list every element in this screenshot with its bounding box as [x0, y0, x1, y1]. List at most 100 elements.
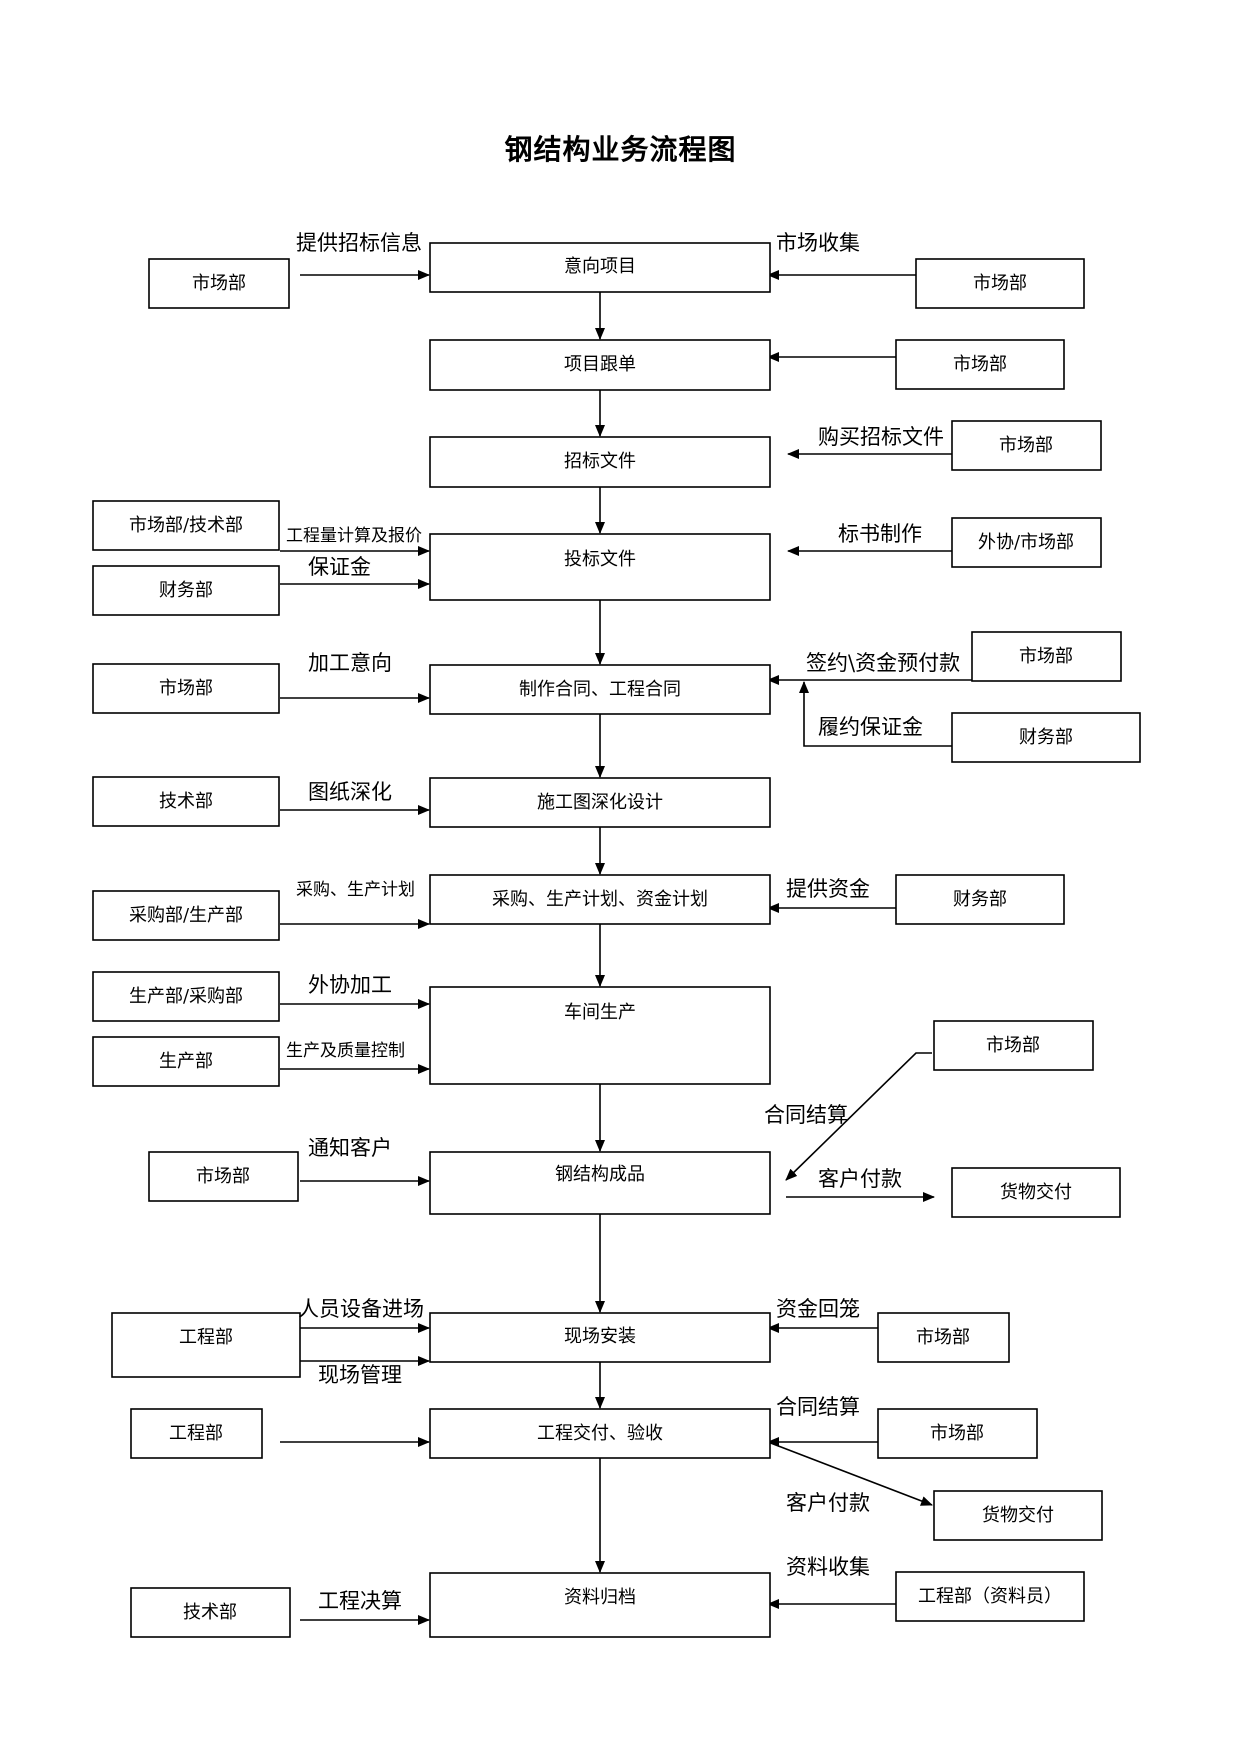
svg-text:钢结构成品: 钢结构成品	[555, 1164, 645, 1185]
svg-text:技术部: 技术部	[159, 791, 213, 812]
edge-labels: 提供招标信息 市场收集 购买招标文件 工程量计算及报价 保证金 标书制作 加工意…	[286, 231, 960, 1613]
svg-text:施工图深化设计: 施工图深化设计	[537, 792, 663, 813]
dept-box: 市场部	[933, 1020, 1094, 1071]
edge-label: 提供资金	[786, 877, 870, 901]
svg-text:财务部: 财务部	[953, 889, 1007, 910]
svg-text:市场部: 市场部	[999, 435, 1053, 456]
svg-text:制作合同、工程合同: 制作合同、工程合同	[519, 679, 681, 700]
edge-label: 图纸深化	[308, 780, 392, 804]
node-tender-docs: 招标文件	[429, 436, 771, 488]
edge-label: 客户付款	[818, 1167, 902, 1191]
svg-text:技术部: 技术部	[183, 1602, 237, 1623]
node-intent-project: 意向项目	[429, 242, 771, 293]
dept-box: 财务部	[951, 712, 1141, 763]
node-finished-steel: 钢结构成品	[429, 1151, 771, 1215]
edge-label: 合同结算	[776, 1395, 860, 1419]
svg-text:项目跟单: 项目跟单	[564, 354, 636, 375]
node-procurement-plan: 采购、生产计划、资金计划	[429, 874, 771, 925]
edge-label: 工程决算	[318, 1589, 402, 1613]
node-site-installation: 现场安装	[429, 1312, 771, 1363]
dept-box: 技术部	[130, 1587, 291, 1638]
svg-text:工程交付、验收: 工程交付、验收	[537, 1423, 663, 1444]
dept-box: 货物交付	[951, 1167, 1121, 1218]
dept-box: 货物交付	[933, 1490, 1103, 1541]
dept-box: 市场部	[148, 258, 290, 309]
edge-label: 购买招标文件	[818, 425, 944, 449]
dept-box: 市场部	[971, 631, 1122, 682]
node-delivery-acceptance: 工程交付、验收	[429, 1408, 771, 1459]
svg-text:市场部/技术部: 市场部/技术部	[129, 515, 243, 536]
dept-box: 市场部	[92, 663, 280, 714]
node-project-followup: 项目跟单	[429, 339, 771, 391]
edge-label: 提供招标信息	[296, 231, 422, 255]
dept-box: 技术部	[92, 776, 280, 827]
svg-text:市场部: 市场部	[1019, 646, 1073, 667]
dept-box: 财务部	[895, 874, 1065, 925]
edge-label: 外协加工	[308, 973, 392, 997]
edge-label: 通知客户	[308, 1136, 392, 1160]
dept-box: 市场部	[951, 420, 1102, 471]
dept-box: 工程部（资料员）	[895, 1571, 1085, 1622]
svg-text:市场部: 市场部	[986, 1035, 1040, 1056]
svg-text:工程部: 工程部	[179, 1327, 233, 1348]
node-contract: 制作合同、工程合同	[429, 664, 771, 715]
svg-text:市场部: 市场部	[159, 678, 213, 699]
arrow	[799, 681, 952, 747]
svg-text:采购部/生产部: 采购部/生产部	[129, 905, 243, 926]
svg-text:生产部/采购部: 生产部/采购部	[129, 986, 243, 1007]
svg-text:市场部: 市场部	[196, 1166, 250, 1187]
dept-box: 市场部	[895, 339, 1065, 390]
connectors	[280, 270, 972, 1625]
svg-text:现场安装: 现场安装	[564, 1326, 636, 1347]
svg-text:财务部: 财务部	[159, 580, 213, 601]
edge-label: 生产及质量控制	[286, 1041, 405, 1061]
dept-box: 市场部	[915, 258, 1085, 309]
edge-label: 人员设备进场	[298, 1297, 424, 1321]
arrow	[785, 1052, 932, 1181]
svg-text:工程部: 工程部	[169, 1423, 223, 1444]
dept-box: 生产部/采购部	[92, 971, 280, 1022]
svg-text:财务部: 财务部	[1019, 727, 1073, 748]
dept-box: 市场部/技术部	[92, 500, 280, 551]
dept-box: 市场部	[877, 1408, 1038, 1459]
edge-label: 保证金	[308, 555, 371, 579]
svg-text:投标文件: 投标文件	[564, 549, 636, 570]
edge-label: 客户付款	[786, 1491, 870, 1515]
edge-label: 合同结算	[764, 1103, 848, 1127]
edge-label: 资金回笼	[776, 1297, 860, 1321]
svg-text:采购、生产计划、资金计划: 采购、生产计划、资金计划	[492, 889, 708, 910]
node-detailed-design: 施工图深化设计	[429, 777, 771, 828]
svg-text:市场部: 市场部	[192, 273, 246, 294]
node-archiving: 资料归档	[429, 1572, 771, 1638]
svg-text:招标文件: 招标文件	[564, 451, 636, 472]
edge-label: 加工意向	[308, 651, 392, 675]
svg-text:市场部: 市场部	[930, 1423, 984, 1444]
dept-box: 工程部	[130, 1408, 263, 1459]
svg-text:工程部（资料员）: 工程部（资料员）	[918, 1586, 1062, 1607]
dept-box: 采购部/生产部	[92, 890, 280, 941]
edge-label: 现场管理	[318, 1363, 402, 1387]
svg-text:车间生产: 车间生产	[564, 1002, 636, 1023]
right-departments: 市场部 市场部 市场部 外协/市场部 市场部 财务部 财务部 市场部 货物交付 …	[877, 258, 1141, 1622]
main-flow: 意向项目 项目跟单 招标文件 投标文件 制作合同、工程合同 施工图深化设计 采购…	[429, 242, 771, 1638]
svg-text:货物交付: 货物交付	[982, 1505, 1054, 1526]
edge-label: 资料收集	[786, 1555, 870, 1579]
svg-text:市场部: 市场部	[916, 1327, 970, 1348]
edge-label: 市场收集	[776, 231, 860, 255]
svg-text:货物交付: 货物交付	[1000, 1182, 1072, 1203]
svg-text:市场部: 市场部	[973, 273, 1027, 294]
svg-text:生产部: 生产部	[159, 1051, 213, 1072]
edge-label: 签约\资金预付款	[806, 651, 960, 675]
edge-label: 履约保证金	[818, 715, 923, 739]
dept-box: 外协/市场部	[951, 517, 1102, 568]
svg-text:资料归档: 资料归档	[564, 1587, 636, 1608]
arrow	[767, 1441, 933, 1506]
edge-label: 标书制作	[838, 522, 922, 546]
dept-box: 工程部	[111, 1312, 301, 1378]
left-departments: 市场部 市场部/技术部 财务部 市场部 技术部 采购部/生产部 生产部/采购部 …	[92, 258, 301, 1638]
svg-text:意向项目: 意向项目	[564, 256, 636, 277]
svg-text:市场部: 市场部	[953, 354, 1007, 375]
node-bid-docs: 投标文件	[429, 533, 771, 601]
edge-label: 采购、生产计划	[296, 880, 415, 900]
